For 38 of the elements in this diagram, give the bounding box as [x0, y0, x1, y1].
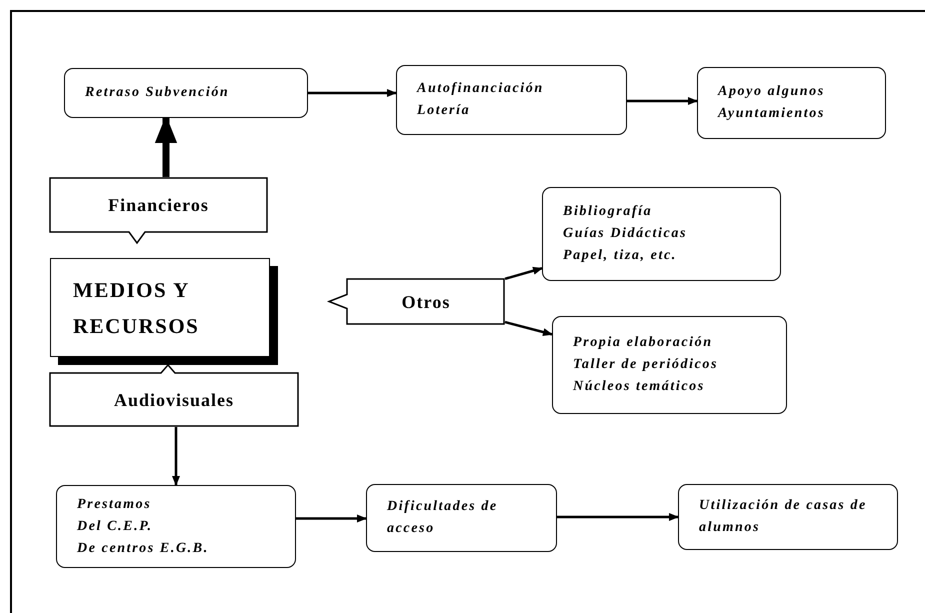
arrow	[172, 427, 180, 486]
arrow	[154, 115, 178, 177]
callout-box	[49, 177, 268, 244]
box-text: Prestamos	[77, 496, 152, 514]
rounded-box	[678, 484, 898, 550]
arrow	[557, 513, 679, 521]
callout-box	[49, 364, 299, 427]
arrow	[308, 89, 397, 97]
box-text: Retraso Subvención	[85, 84, 230, 102]
box-text: Núcleos temáticos	[573, 378, 706, 396]
box-text: Guías Didácticas	[563, 225, 688, 243]
arrow	[296, 514, 367, 522]
rounded-box	[366, 484, 557, 552]
box-text: Papel, tiza, etc.	[563, 247, 678, 265]
box-text: Taller de periódicos	[573, 356, 720, 374]
arrow	[627, 97, 698, 105]
rounded-box	[552, 316, 787, 414]
callout-label: Financieros	[107, 194, 210, 216]
callout-box	[328, 278, 505, 325]
box-text: Utilización de casas de alumnos	[699, 497, 868, 537]
box-text: Del C.E.P.	[77, 518, 154, 536]
box-text: Propia elaboración	[573, 334, 714, 352]
rounded-box	[64, 68, 308, 118]
rounded-box	[697, 67, 886, 139]
box-text: De centros E.G.B.	[77, 540, 210, 558]
rounded-box	[542, 187, 781, 281]
box-text: Apoyo algunos Ayuntamientos	[718, 83, 826, 123]
callout-label: Audiovisuales	[112, 389, 236, 412]
box-text: Dificultades de acceso	[387, 498, 499, 538]
box-text: Lotería	[417, 102, 472, 120]
arrow	[504, 320, 553, 336]
callout-label: Otros	[400, 290, 452, 314]
box-text: Autofinanciación	[417, 80, 545, 98]
rounded-box	[396, 65, 627, 135]
rounded-box	[56, 485, 296, 568]
arrow	[504, 266, 543, 280]
box-text: Bibliografía	[563, 203, 654, 221]
main-title: MEDIOS Y RECURSOS	[73, 276, 200, 340]
